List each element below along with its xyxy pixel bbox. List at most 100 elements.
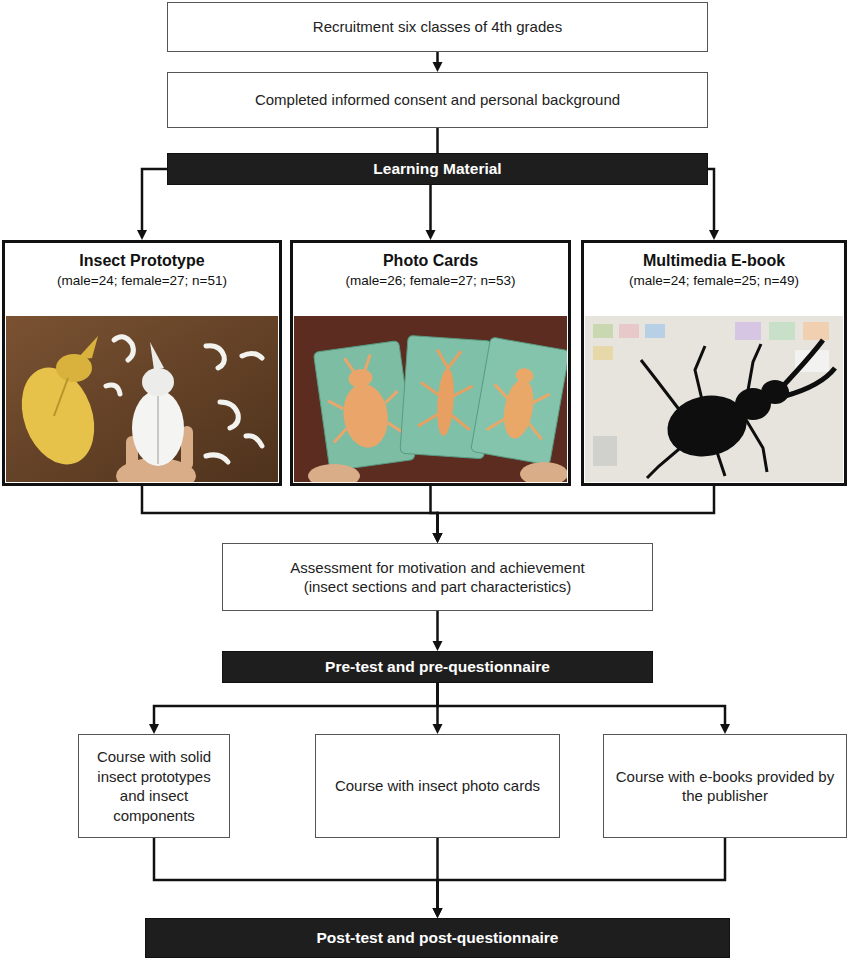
photo-card	[471, 337, 567, 465]
arrow-head	[426, 230, 436, 240]
photo-card	[313, 341, 415, 472]
screen-thumbnails	[593, 346, 613, 360]
flow-connector	[137, 169, 167, 240]
box-label: Assessment for motivation and achievemen…	[290, 558, 584, 578]
stag-beetle-silhouette	[717, 452, 725, 476]
box-label: Recruitment six classes of 4th grades	[313, 17, 562, 37]
screen-thumbnails	[645, 324, 665, 338]
arrow-head	[720, 724, 730, 734]
group-count: (male=24; female=27; n=51)	[11, 272, 273, 290]
yellow-beetle-model	[54, 378, 68, 416]
stage-band: Pre-test and pre-questionnaire	[222, 651, 653, 683]
group-count: (male=24; female=25; n=49)	[590, 272, 838, 290]
ebook-photo	[585, 316, 843, 482]
connector-line	[438, 838, 726, 910]
connector-line	[438, 486, 715, 535]
screen-thumbnails	[593, 436, 617, 466]
connector-line	[436, 128, 439, 153]
arrow-head	[709, 230, 719, 240]
stag-beetle-silhouette	[745, 418, 767, 472]
stag-beetle-silhouette	[695, 346, 705, 404]
group-box: Insect Prototype(male=24; female=27; n=5…	[2, 240, 282, 486]
leg-pieces	[206, 346, 224, 368]
stag-beetle-silhouette	[641, 340, 835, 478]
box-label: (insect sections and part characteristic…	[304, 577, 572, 597]
flow-connector	[426, 185, 436, 240]
arrow-head	[433, 908, 443, 918]
stag-beetle-silhouette	[783, 340, 823, 386]
connector-line	[154, 683, 438, 726]
arrow-head	[137, 230, 147, 240]
connector-line	[142, 169, 167, 232]
flow-connector	[433, 486, 715, 543]
screen-thumbnails	[769, 322, 795, 340]
photo-card	[487, 384, 550, 439]
connector-line	[436, 611, 439, 643]
screen-background	[585, 316, 843, 482]
group-count: (male=26; female=27; n=53)	[299, 272, 562, 290]
box-label: Completed informed consent and personal …	[255, 90, 620, 110]
hand	[308, 462, 567, 482]
arrow-head	[433, 62, 443, 72]
group-box: Multimedia E-book(male=24; female=25; n=…	[581, 240, 847, 486]
stage-band: Post-test and post-questionnaire	[145, 918, 730, 958]
process-box: Recruitment six classes of 4th grades	[167, 2, 708, 52]
flow-connector	[433, 52, 443, 72]
connector-line	[438, 683, 726, 726]
process-box: Course with insect photo cards	[315, 734, 560, 838]
table-surface	[6, 316, 278, 482]
photo-card	[500, 377, 538, 441]
stag-beetle-silhouette	[747, 344, 761, 396]
flow-connector	[142, 486, 443, 543]
screen-thumbnails	[619, 324, 639, 338]
photo-card	[471, 337, 567, 465]
hand	[308, 464, 360, 482]
leg-pieces	[206, 455, 228, 462]
leg-pieces	[114, 337, 133, 360]
yellow-beetle-model	[9, 357, 107, 474]
arrow-head	[433, 908, 443, 918]
stag-beetle-silhouette	[647, 444, 685, 478]
arrow-head	[433, 533, 443, 543]
photo-card	[323, 352, 404, 443]
screen-thumbnails	[803, 322, 829, 340]
box-label: Course with e-books provided by the publ…	[614, 767, 836, 806]
photo-card	[313, 341, 415, 472]
flow-connector	[708, 169, 719, 240]
white-beetle-model	[132, 390, 184, 466]
flow-connector	[433, 838, 726, 918]
stage-band: Learning Material	[167, 153, 708, 185]
flow-connector	[437, 128, 438, 153]
white-beetle-model	[150, 342, 164, 370]
stag-beetle-silhouette	[641, 360, 681, 412]
yellow-beetle-model	[9, 336, 107, 475]
photo-card	[418, 348, 475, 429]
arrow-head	[433, 533, 443, 543]
hand	[520, 462, 567, 482]
leg-pieces	[106, 385, 120, 394]
group-title: Multimedia E-book	[590, 251, 838, 272]
photo-card	[347, 368, 373, 389]
arrow-head	[433, 533, 443, 543]
leg-pieces	[106, 337, 262, 462]
yellow-beetle-model	[76, 336, 98, 360]
flow-connector	[433, 611, 443, 651]
photo-card	[435, 368, 456, 437]
prototype-photo	[6, 316, 278, 482]
arrow-head	[149, 724, 159, 734]
process-box: Completed informed consent and personal …	[167, 72, 708, 128]
connector-line	[708, 169, 714, 232]
screen-thumbnails	[735, 322, 761, 340]
band-label: Post-test and post-questionnaire	[317, 929, 559, 948]
white-beetle-model	[157, 396, 159, 464]
flow-connector	[154, 838, 443, 918]
group-title: Photo Cards	[299, 251, 562, 272]
band-label: Learning Material	[373, 160, 501, 179]
arrow-head	[433, 641, 443, 651]
photo-card	[339, 381, 391, 451]
stag-beetle-silhouette	[785, 368, 835, 396]
connector-line	[142, 486, 438, 535]
band-label: Pre-test and pre-questionnaire	[325, 658, 550, 677]
white-beetle-model	[132, 342, 184, 466]
